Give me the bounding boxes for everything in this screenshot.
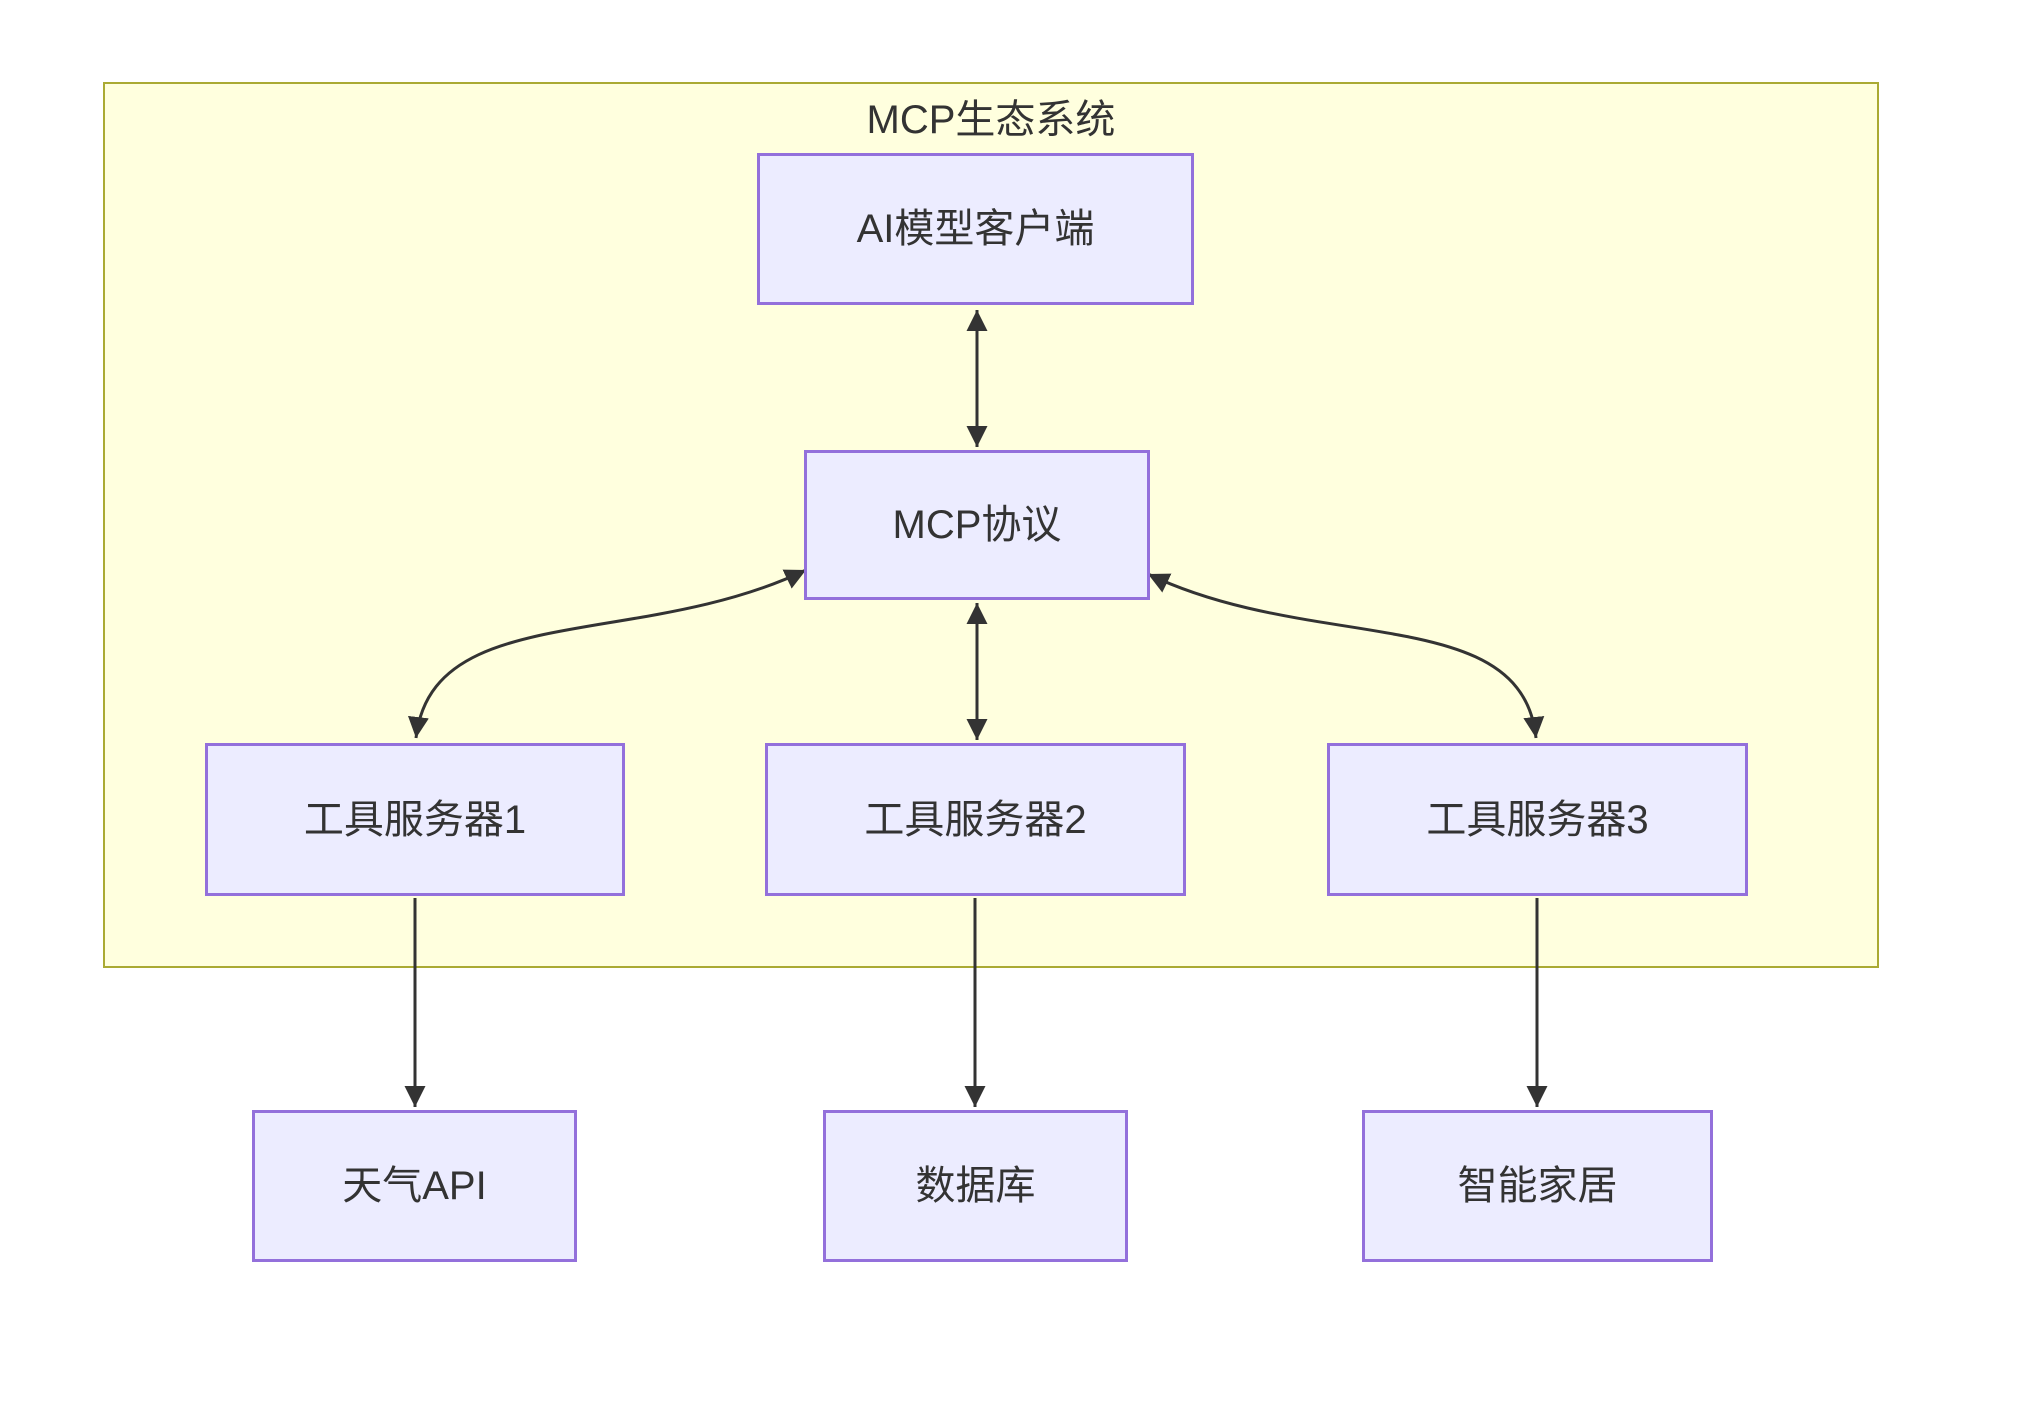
cluster-title: MCP生态系统 xyxy=(866,98,1116,142)
node-tool-server-2: 工具服务器2 xyxy=(765,743,1186,896)
node-smart-home: 智能家居 xyxy=(1362,1110,1713,1262)
node-tool-server-1: 工具服务器1 xyxy=(205,743,625,896)
node-label: 智能家居 xyxy=(1457,1164,1618,1208)
node-label: MCP协议 xyxy=(892,503,1062,547)
node-mcp-protocol: MCP协议 xyxy=(804,450,1150,600)
node-database: 数据库 xyxy=(823,1110,1128,1262)
node-label: 天气API xyxy=(342,1164,487,1208)
node-label: AI模型客户端 xyxy=(856,207,1095,251)
node-label: 数据库 xyxy=(915,1164,1036,1208)
node-tool-server-3: 工具服务器3 xyxy=(1327,743,1748,896)
node-label: 工具服务器3 xyxy=(1426,797,1649,842)
node-weather-api: 天气API xyxy=(252,1110,577,1262)
node-label: 工具服务器2 xyxy=(864,797,1087,842)
node-label: 工具服务器1 xyxy=(303,797,527,842)
node-ai-model-client: AI模型客户端 xyxy=(757,153,1194,305)
